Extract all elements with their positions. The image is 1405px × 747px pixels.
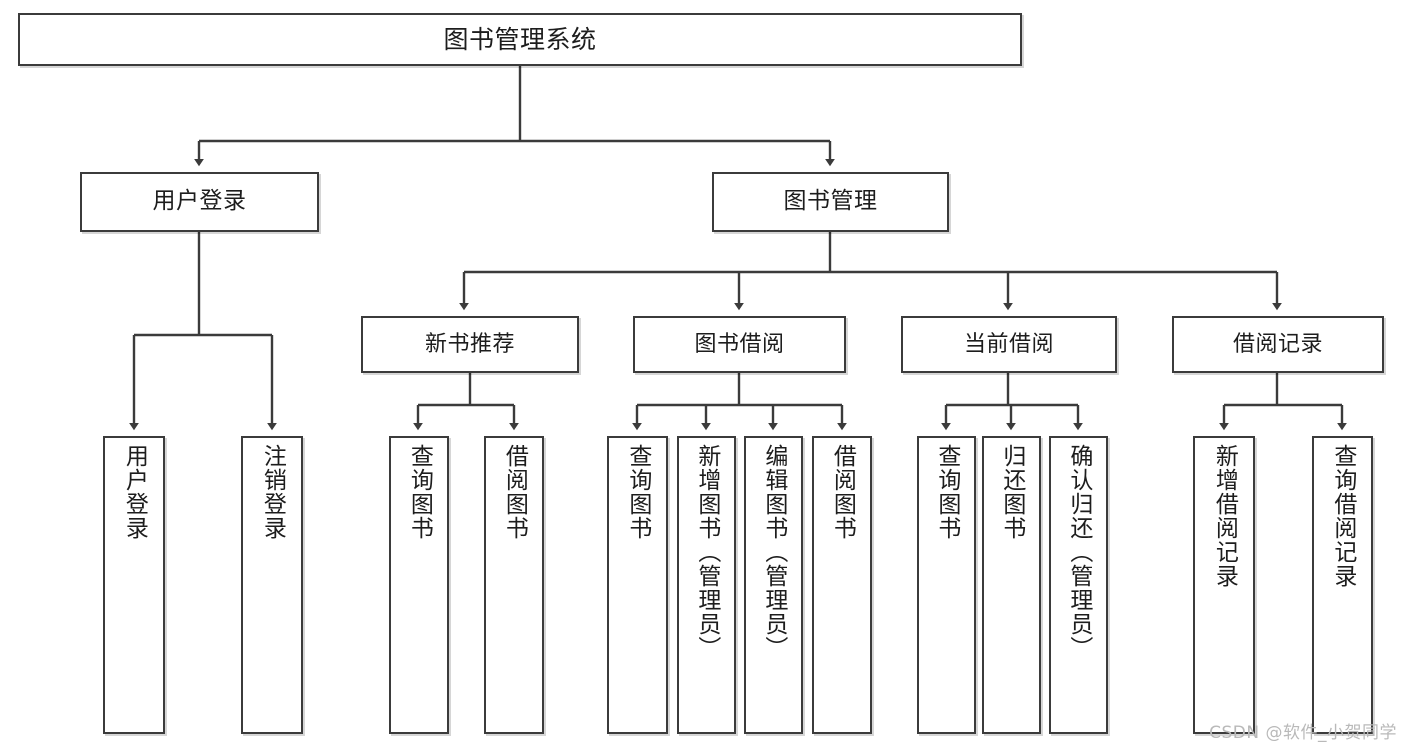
node-tier2-1-label: 图书借阅 xyxy=(694,331,785,357)
node-leaf-2-label: 查询图书 xyxy=(406,444,433,540)
node-leaf-9[interactable]: 归还图书 xyxy=(982,436,1041,734)
node-leaf-10-label: 确认归还（管理员） xyxy=(1065,444,1092,660)
node-leaf-5-label: 新增图书（管理员） xyxy=(693,444,720,660)
node-leaf-3-label: 借阅图书 xyxy=(501,444,528,540)
node-leaf-9-label: 归还图书 xyxy=(998,444,1025,540)
node-tier2-3-label: 借阅记录 xyxy=(1232,331,1323,357)
node-leaf-0[interactable]: 用户登录 xyxy=(103,436,165,734)
node-root[interactable]: 图书管理系统 xyxy=(18,13,1022,66)
node-leaf-5[interactable]: 新增图书（管理员） xyxy=(677,436,736,734)
node-leaf-1[interactable]: 注销登录 xyxy=(241,436,303,734)
node-leaf-1-label: 注销登录 xyxy=(259,444,286,540)
node-leaf-6-label: 编辑图书（管理员） xyxy=(760,444,787,660)
node-leaf-4-label: 查询图书 xyxy=(624,444,651,540)
node-tier2-2-label: 当前借阅 xyxy=(963,331,1054,357)
node-tier1-0[interactable]: 用户登录 xyxy=(80,172,319,232)
node-leaf-7[interactable]: 借阅图书 xyxy=(812,436,872,734)
node-tier1-0-label: 用户登录 xyxy=(152,188,247,215)
node-leaf-10[interactable]: 确认归还（管理员） xyxy=(1049,436,1108,734)
node-leaf-11[interactable]: 新增借阅记录 xyxy=(1193,436,1255,734)
node-leaf-12-label: 查询借阅记录 xyxy=(1329,444,1356,588)
node-leaf-3[interactable]: 借阅图书 xyxy=(484,436,544,734)
node-tier2-1[interactable]: 图书借阅 xyxy=(633,316,846,373)
node-leaf-4[interactable]: 查询图书 xyxy=(607,436,668,734)
node-tier2-0-label: 新书推荐 xyxy=(424,331,515,357)
node-leaf-0-label: 用户登录 xyxy=(121,444,148,540)
node-tier2-2[interactable]: 当前借阅 xyxy=(901,316,1117,373)
node-leaf-7-label: 借阅图书 xyxy=(829,444,856,540)
node-leaf-12[interactable]: 查询借阅记录 xyxy=(1312,436,1373,734)
node-leaf-6[interactable]: 编辑图书（管理员） xyxy=(744,436,803,734)
node-tier1-1[interactable]: 图书管理 xyxy=(712,172,949,232)
node-leaf-11-label: 新增借阅记录 xyxy=(1211,444,1238,588)
node-root-label: 图书管理系统 xyxy=(443,24,597,54)
node-tier2-0[interactable]: 新书推荐 xyxy=(361,316,579,373)
node-leaf-2[interactable]: 查询图书 xyxy=(389,436,449,734)
node-leaf-8-label: 查询图书 xyxy=(933,444,960,540)
node-leaf-8[interactable]: 查询图书 xyxy=(917,436,976,734)
node-tier2-3[interactable]: 借阅记录 xyxy=(1172,316,1384,373)
node-tier1-1-label: 图书管理 xyxy=(783,188,878,215)
